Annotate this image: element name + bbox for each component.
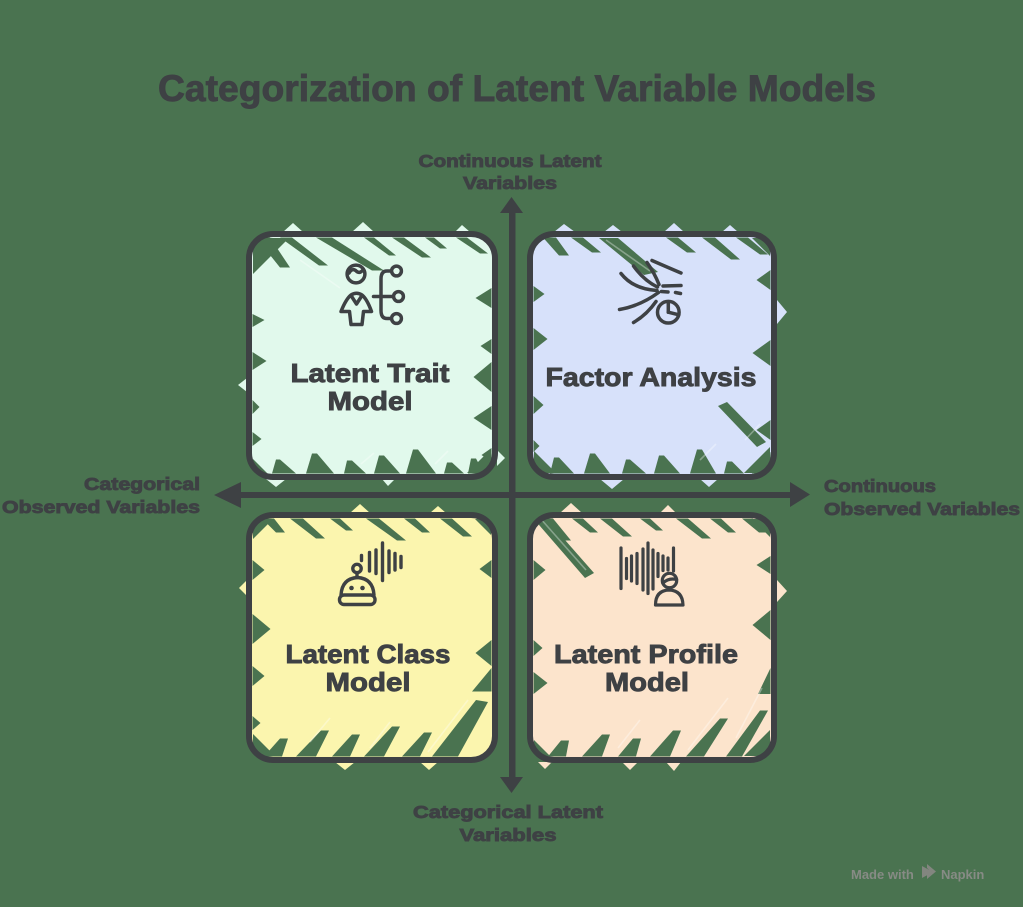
svg-text:Latent Class: Latent Class xyxy=(286,639,451,669)
svg-text:Model: Model xyxy=(326,667,411,697)
svg-text:Model: Model xyxy=(328,386,413,416)
svg-text:Factor Analysis: Factor Analysis xyxy=(546,362,757,392)
svg-text:Model: Model xyxy=(605,667,689,697)
svg-text:Napkin: Napkin xyxy=(941,867,984,882)
svg-text:Observed Variables: Observed Variables xyxy=(2,497,200,517)
svg-text:Latent Trait: Latent Trait xyxy=(291,358,450,388)
svg-text:Categorical: Categorical xyxy=(84,474,200,494)
svg-text:Categorization of Latent Varia: Categorization of Latent Variable Models xyxy=(158,68,876,109)
svg-text:Categorical Latent: Categorical Latent xyxy=(413,802,603,822)
svg-text:Continuous Latent: Continuous Latent xyxy=(419,151,602,171)
svg-text:Made with: Made with xyxy=(851,867,914,882)
svg-text:Continuous: Continuous xyxy=(824,476,936,496)
svg-text:Variables: Variables xyxy=(463,173,557,193)
svg-text:Observed Variables: Observed Variables xyxy=(824,499,1020,519)
svg-text:Latent Profile: Latent Profile xyxy=(554,639,738,669)
svg-text:Variables: Variables xyxy=(460,825,557,845)
